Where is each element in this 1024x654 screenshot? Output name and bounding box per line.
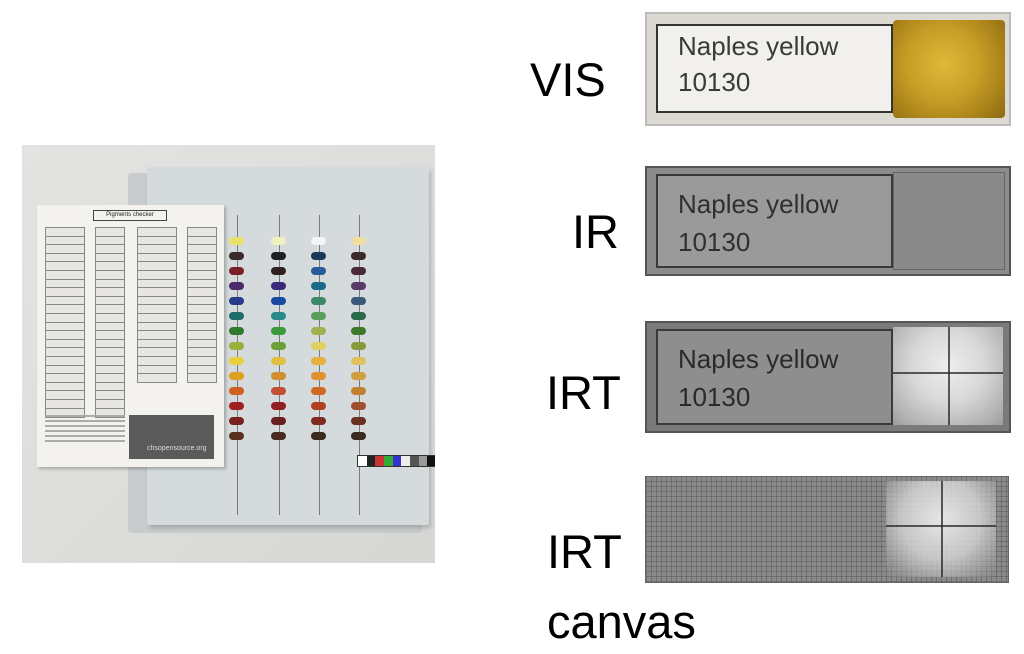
pigment-swatch <box>229 297 244 305</box>
checker-footer-logo <box>129 415 214 459</box>
pigment-swatch <box>229 252 244 260</box>
pigment-swatch <box>311 417 326 425</box>
sample-label-box: Naples yellow 10130 <box>656 174 893 268</box>
checker-cell <box>187 373 217 384</box>
pigment-swatch <box>351 402 366 410</box>
pigment-swatch <box>271 402 286 410</box>
pigment-swatch <box>229 327 244 335</box>
pigment-column-line <box>319 215 320 515</box>
color-calibration-bar <box>357 455 435 467</box>
pigment-name: Naples yellow <box>678 31 839 61</box>
pigment-swatch <box>351 282 366 290</box>
strip-irt: Naples yellow 10130 <box>645 321 1011 433</box>
pigment-swatch <box>351 312 366 320</box>
pigment-swatch <box>311 372 326 380</box>
pigment-swatch <box>271 432 286 440</box>
pigment-swatch <box>311 342 326 350</box>
pigment-code: 10130 <box>678 382 751 412</box>
sample-label-box: Naples yellow 10130 <box>656 329 893 425</box>
pigments-checker-photo: Pigments checker chsopensource.org <box>22 145 435 563</box>
pigment-swatch <box>229 237 244 245</box>
pigment-swatch <box>351 387 366 395</box>
pigment-swatch <box>311 237 326 245</box>
pigment-swatch <box>229 387 244 395</box>
paint-sample-irt <box>893 327 1003 425</box>
checker-cell <box>95 407 125 418</box>
pigment-swatch <box>351 372 366 380</box>
pigment-swatch <box>311 327 326 335</box>
pigment-swatch <box>271 357 286 365</box>
pigment-name: Naples yellow <box>678 189 839 219</box>
pigment-swatch <box>271 327 286 335</box>
label-vis: VIS <box>530 53 606 106</box>
pigment-swatch <box>229 282 244 290</box>
checker-cell <box>45 407 85 418</box>
pigment-swatch <box>229 357 244 365</box>
paint-sample-irt-canvas <box>886 481 996 577</box>
pigment-swatch <box>311 357 326 365</box>
pigment-swatch <box>311 312 326 320</box>
checker-cell <box>137 373 177 384</box>
strip-ir: Naples yellow 10130 <box>645 166 1011 276</box>
pigment-swatch <box>271 312 286 320</box>
pigment-column-line <box>359 215 360 515</box>
checker-website: chsopensource.org <box>147 445 207 452</box>
pigment-swatch <box>311 282 326 290</box>
pigment-swatch <box>271 252 286 260</box>
pigment-swatch <box>229 267 244 275</box>
strip-irt-canvas <box>645 476 1009 583</box>
label-irt-canvas-line1: IRT <box>547 525 622 578</box>
pigment-swatch <box>271 237 286 245</box>
label-irt-canvas-line2: canvas <box>547 595 696 648</box>
pigment-swatch <box>351 417 366 425</box>
pigment-swatch <box>271 342 286 350</box>
pigment-swatch <box>311 267 326 275</box>
pigment-name: Naples yellow <box>678 344 839 374</box>
pigment-swatch <box>311 387 326 395</box>
paint-sample-ir <box>893 172 1005 270</box>
pigment-swatch <box>271 417 286 425</box>
pigment-swatch <box>229 372 244 380</box>
pigment-code: 10130 <box>678 227 751 257</box>
pigment-swatch <box>229 402 244 410</box>
pigment-swatch <box>311 297 326 305</box>
pigment-swatch <box>229 342 244 350</box>
checker-title: Pigments checker <box>93 210 167 221</box>
pigment-code: 10130 <box>678 67 751 97</box>
pigment-swatch <box>271 372 286 380</box>
pigment-swatch <box>271 297 286 305</box>
pigment-swatch <box>351 267 366 275</box>
pigment-swatch <box>351 342 366 350</box>
pigments-checker-card: Pigments checker chsopensource.org <box>37 205 224 467</box>
pigment-swatch <box>229 417 244 425</box>
pigment-swatch <box>311 252 326 260</box>
pigment-column-line <box>237 215 238 515</box>
strip-vis: Naples yellow 10130 <box>645 12 1011 126</box>
pigment-swatch <box>351 252 366 260</box>
pigment-swatch <box>271 387 286 395</box>
pigment-swatch <box>351 237 366 245</box>
sample-label-box: Naples yellow 10130 <box>656 24 893 113</box>
pigment-swatch <box>311 402 326 410</box>
pigment-swatch <box>351 327 366 335</box>
checker-footer-text <box>45 415 125 459</box>
pigment-swatch <box>271 267 286 275</box>
pigment-swatch <box>311 432 326 440</box>
pigment-swatch <box>271 282 286 290</box>
pigment-swatch <box>351 432 366 440</box>
label-irt: IRT <box>546 366 621 419</box>
pigment-swatch <box>229 312 244 320</box>
paint-sample-vis <box>893 20 1005 118</box>
pigment-swatch <box>229 432 244 440</box>
pigment-column-line <box>279 215 280 515</box>
pigment-swatch <box>351 297 366 305</box>
pigment-swatch <box>351 357 366 365</box>
label-ir: IR <box>572 205 619 258</box>
